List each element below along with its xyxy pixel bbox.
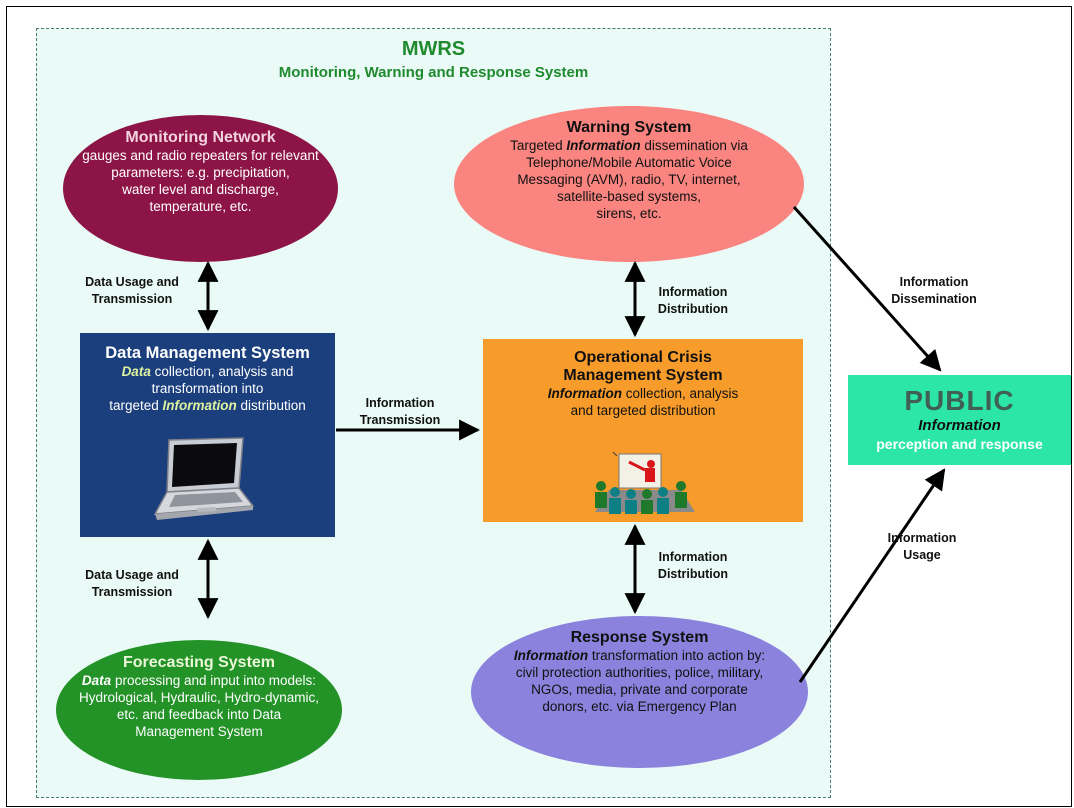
monitoring-line: temperature, etc. <box>149 199 252 214</box>
dms-title: Data Management System <box>105 344 310 362</box>
response-highlight: Information <box>513 648 589 663</box>
warning-line: satellite-based systems, <box>556 189 702 204</box>
operational-crisis-management-node: Operational Crisis Management System Inf… <box>483 339 803 522</box>
public-info: Information <box>918 417 1001 434</box>
warning-line: Telephone/Mobile Automatic Voice <box>526 155 732 170</box>
monitoring-network-node: Monitoring Network gauges and radio repe… <box>63 115 338 262</box>
response-system-node: Response System Information transformati… <box>471 616 808 768</box>
data-management-system-node: Data Management System Data collection, … <box>80 333 335 537</box>
response-line: donors, etc. via Emergency Plan <box>542 699 737 714</box>
monitoring-line: parameters: e.g. precipitation, <box>111 165 290 180</box>
forecast-line: Hydrological, Hydraulic, Hydro-dynamic, <box>78 690 320 705</box>
warning-title: Warning System <box>566 119 692 136</box>
diagram-subtitle: Monitoring, Warning and Response System <box>278 64 589 81</box>
forecast-line: Data processing and input into models: <box>81 673 317 688</box>
response-title: Response System <box>570 629 709 646</box>
ocms-line: and targeted distribution <box>570 403 716 418</box>
warning-line: Targeted Information dissemination via <box>510 138 748 153</box>
dms-line: targeted Information distribution <box>109 398 306 413</box>
meeting-presentation-icon <box>595 452 695 514</box>
monitoring-line: gauges and radio repeaters for relevant <box>82 148 319 163</box>
forecast-line: etc. and feedback into Data <box>116 707 282 722</box>
forecast-title: Forecasting System <box>122 654 276 671</box>
ocms-highlight: Information <box>547 386 622 401</box>
forecast-highlight: Data <box>81 673 112 688</box>
monitoring-line: water level and discharge, <box>122 182 279 197</box>
forecast-line: Management System <box>135 724 263 739</box>
dms-highlight: Data <box>121 364 151 379</box>
public-title: PUBLIC <box>904 385 1015 416</box>
dms-line: transformation into <box>151 381 264 396</box>
warning-system-node: Warning System Targeted Information diss… <box>454 106 804 262</box>
response-line: NGOs, media, private and corporate <box>531 682 748 697</box>
public-subtitle: perception and response <box>876 436 1043 452</box>
warning-line: Messaging (AVM), radio, TV, internet, <box>517 172 741 187</box>
arrow-response-public <box>798 468 946 683</box>
response-line: Information transformation into action b… <box>513 648 766 663</box>
dms-line: Data collection, analysis and <box>121 364 294 379</box>
arrow-warning-public <box>792 205 942 372</box>
public-node: PUBLIC Information perception and respon… <box>848 375 1071 465</box>
warning-line: sirens, etc. <box>596 206 662 221</box>
dms-highlight: Information <box>162 398 237 413</box>
forecasting-system-node: Forecasting System Data processing and i… <box>56 640 342 780</box>
monitoring-title: Monitoring Network <box>125 129 276 146</box>
ocms-title: Operational Crisis <box>574 349 712 366</box>
response-line: civil protection authorities, police, mi… <box>515 665 764 680</box>
ocms-title: Management System <box>563 367 723 384</box>
laptop-icon <box>153 437 255 520</box>
ocms-line: Information collection, analysis <box>547 386 739 401</box>
warning-highlight: Information <box>566 138 641 153</box>
diagram-title: MWRS <box>401 38 466 60</box>
